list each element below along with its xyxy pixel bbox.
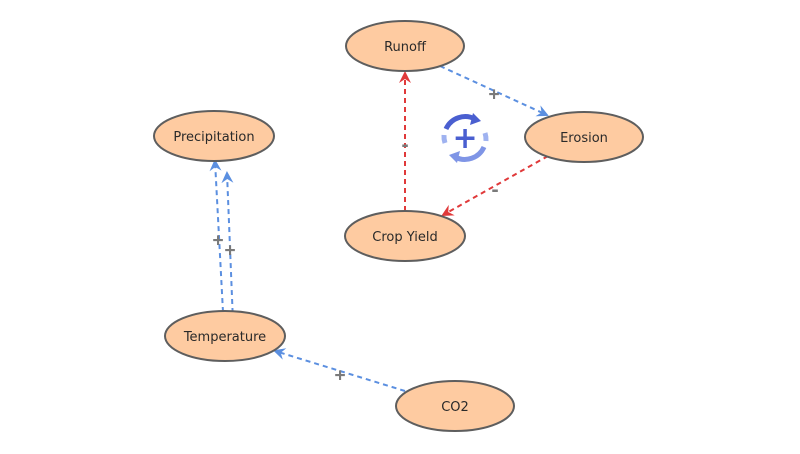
node-temperature[interactable]: Temperature — [164, 310, 286, 362]
node-precipitation[interactable]: Precipitation — [153, 110, 275, 162]
edge-erosion-to-crop-yield[interactable] — [441, 155, 549, 216]
node-co2-label: CO2 — [441, 400, 469, 415]
loop-polarity-sign: + — [452, 121, 477, 156]
polarity-co2-temperature: + — [335, 365, 346, 386]
node-co2[interactable]: CO2 — [395, 380, 515, 432]
edge-co2-to-temperature[interactable] — [273, 348, 406, 392]
reinforcing-loop-icon: + — [441, 113, 489, 163]
node-runoff[interactable]: Runoff — [345, 20, 465, 72]
polarity-temperature-precipitation-1: + — [213, 230, 224, 251]
node-erosion-label: Erosion — [560, 131, 608, 146]
node-precipitation-label: Precipitation — [173, 130, 254, 145]
polarity-temperature-precipitation-2: + — [225, 240, 236, 261]
node-temperature-label: Temperature — [183, 330, 266, 345]
edge-runoff-to-erosion[interactable] — [439, 65, 549, 117]
node-runoff-label: Runoff — [384, 40, 427, 55]
edge-temperature-to-precipitation-2[interactable] — [221, 171, 234, 323]
polarity-crop-yield-runoff: - — [400, 135, 411, 156]
polarity-erosion-crop-yield: - — [490, 180, 501, 201]
node-crop-yield-label: Crop Yield — [372, 230, 437, 245]
node-erosion[interactable]: Erosion — [524, 111, 644, 163]
node-crop-yield[interactable]: Crop Yield — [344, 210, 466, 262]
edge-temperature-to-precipitation-1[interactable] — [209, 159, 224, 313]
polarity-runoff-erosion: + — [489, 84, 500, 105]
